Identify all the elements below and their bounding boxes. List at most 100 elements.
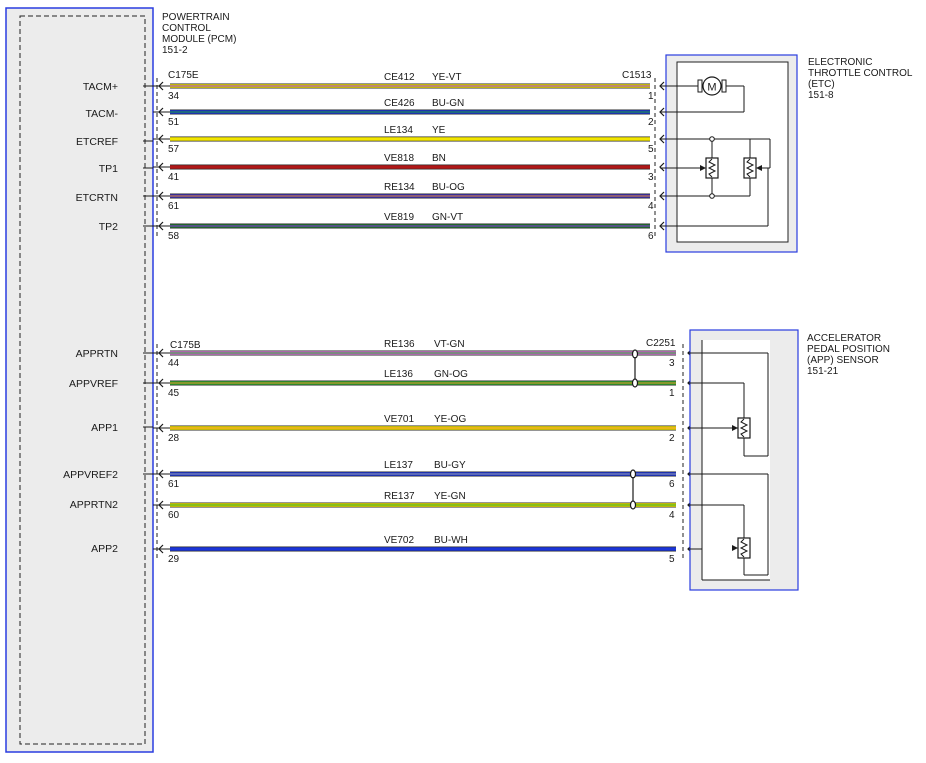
pin-arrow <box>659 162 665 172</box>
wire: RE136 VT-GN 44 3 <box>153 339 693 369</box>
pcm-pin-number: 57 <box>168 144 180 155</box>
far-pin-number: 1 <box>648 91 654 102</box>
pcm-pin-number: 41 <box>168 172 180 183</box>
far-pin-number: 2 <box>669 433 675 444</box>
pcm-lead-lines <box>143 85 153 475</box>
pcm-pin-number: 61 <box>168 201 180 212</box>
pin-arrow <box>158 500 164 510</box>
circuit-number: CE412 <box>384 72 415 83</box>
wire: VE702 BU-WH 29 5 <box>153 535 693 565</box>
wire-color-code: BN <box>432 153 446 164</box>
pcm-signal-labels: TACM+ TACM- ETCREF TP1 ETCRTN TP2 APPRTN… <box>63 81 118 555</box>
junction-dot <box>709 136 715 142</box>
app-module-inner-box <box>702 340 770 580</box>
wire: VE819 GN-VT 58 6 <box>153 212 665 242</box>
pcm-module-box <box>5 7 154 753</box>
wire-color-code: YE-GN <box>434 491 466 502</box>
potentiometer-icon <box>743 157 762 179</box>
app-title-line: 151-21 <box>807 366 839 377</box>
pcm-signal-label: TACM+ <box>83 81 118 93</box>
splice-app-upper <box>631 349 639 388</box>
pcm-pin-number: 51 <box>168 117 180 128</box>
circuit-number: VE701 <box>384 414 414 425</box>
far-pin-number: 3 <box>669 358 675 369</box>
wire-color-code: GN-VT <box>432 212 463 223</box>
far-pin-number: 3 <box>648 172 654 183</box>
wire-color-code: BU-WH <box>434 535 468 546</box>
pcm-pin-number: 60 <box>168 510 180 521</box>
wire-color-code: YE-OG <box>434 414 466 425</box>
pin-arrow <box>158 134 164 144</box>
pcm-signal-label: APPRTN <box>76 348 118 360</box>
pcm-signal-label: APPVREF <box>69 378 118 390</box>
circuit-number: CE426 <box>384 98 415 109</box>
junction-dot <box>709 193 715 199</box>
pin-arrow <box>158 544 164 554</box>
wire: LE134 YE 57 5 <box>153 125 665 155</box>
app-title-line: ACCELERATOR <box>807 333 881 344</box>
etc-title-line: ELECTRONIC <box>808 57 872 68</box>
potentiometer-icon <box>732 417 751 439</box>
pcm-pin-number: 29 <box>168 554 180 565</box>
wire: CE412 YE-VT 34 1 <box>153 72 665 102</box>
wire-color-code: YE <box>432 125 446 136</box>
wire-color-code: YE-VT <box>432 72 461 83</box>
pcm-pin-number: 44 <box>168 358 180 369</box>
pin-arrow <box>158 469 164 479</box>
etc-title-line: 151-8 <box>808 90 834 101</box>
pcm-title: POWERTRAIN CONTROL MODULE (PCM) 151-2 <box>162 12 236 56</box>
wire-color-code: VT-GN <box>434 339 465 350</box>
pcm-pin-number: 61 <box>168 479 180 490</box>
pcm-pin-number: 34 <box>168 91 180 102</box>
pcm-signal-label: APPVREF2 <box>63 469 118 481</box>
circuit-number: VE702 <box>384 535 414 546</box>
circuit-number: VE819 <box>384 212 414 223</box>
potentiometer-icon <box>732 537 751 559</box>
circuit-number: LE137 <box>384 460 413 471</box>
far-pin-number: 4 <box>669 510 675 521</box>
etc-module-inner-box <box>676 61 789 243</box>
circuit-number: RE134 <box>384 182 415 193</box>
circuit-number: RE136 <box>384 339 415 350</box>
pin-arrow <box>158 191 164 201</box>
pcm-pin-number: 58 <box>168 231 180 242</box>
far-pin-number: 2 <box>648 117 654 128</box>
app-title-line: (APP) SENSOR <box>807 355 879 366</box>
far-pin-number: 6 <box>669 479 675 490</box>
far-pin-number: 1 <box>669 388 675 399</box>
pcm-title-line: MODULE (PCM) <box>162 34 236 45</box>
circuit-number: LE134 <box>384 125 413 136</box>
pcm-title-line: 151-2 <box>162 45 188 56</box>
pin-arrow <box>158 221 164 231</box>
splice-group <box>629 349 639 510</box>
splice-app-lower <box>629 469 637 510</box>
wire-color-code: BU-GN <box>432 98 464 109</box>
app-sensor-module <box>688 329 799 591</box>
far-pin-number: 5 <box>648 144 654 155</box>
far-pin-number: 6 <box>648 231 654 242</box>
pcm-signal-label: TP2 <box>99 221 118 233</box>
potentiometer-icon <box>700 157 719 179</box>
pcm-signal-label: APPRTN2 <box>70 499 118 511</box>
etc-title-line: (ETC) <box>808 79 835 90</box>
pcm-title-line: POWERTRAIN <box>162 12 230 23</box>
pcm-signal-label: ETCREF <box>76 136 118 148</box>
pcm-connector-c175b-label: C175B <box>170 340 201 351</box>
pin-arrow <box>158 162 164 172</box>
pin-arrow <box>158 81 164 91</box>
etc-internal-wiring <box>660 85 771 227</box>
far-pin-number: 5 <box>669 554 675 565</box>
pcm-signal-label: TACM- <box>86 108 119 120</box>
pin-arrow <box>158 348 164 358</box>
circuit-number: LE136 <box>384 369 413 380</box>
app-connector-label: C2251 <box>646 338 676 349</box>
motor-icon: M <box>697 76 727 96</box>
circuit-number: RE137 <box>384 491 415 502</box>
etc-module: M <box>660 54 798 253</box>
pcm-module <box>5 7 154 753</box>
